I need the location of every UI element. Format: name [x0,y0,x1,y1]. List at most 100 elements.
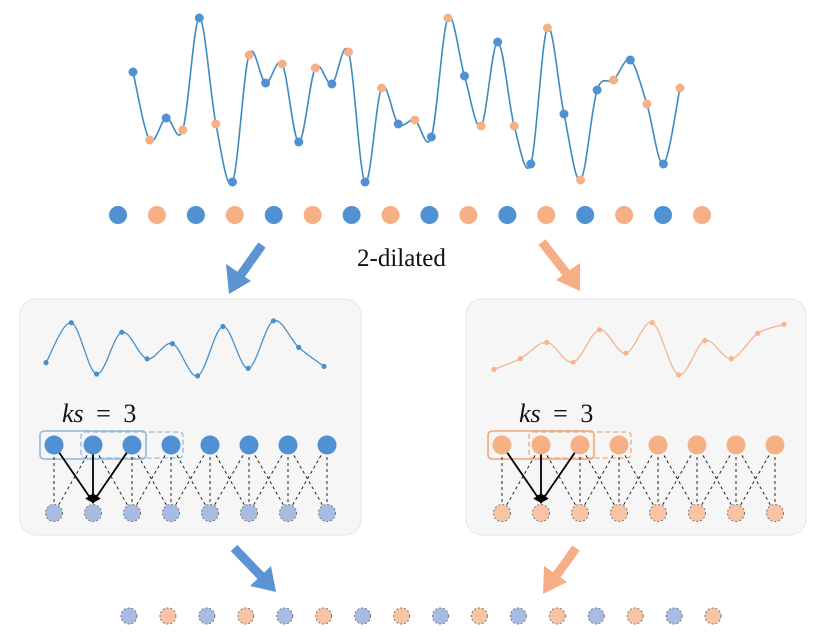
signal-point [343,47,353,57]
input-node [278,435,298,455]
input-node [726,435,746,455]
input-node [765,435,785,455]
signal-point [625,55,635,65]
signal-point [426,132,436,142]
signal-point [559,109,569,119]
sequence-node-orange [147,206,166,224]
dashed-connection [657,444,698,514]
signal-point [128,67,138,77]
subsequence-point [43,360,49,366]
subsequence-point [649,320,655,326]
signal-point [161,113,171,123]
dashed-connection [618,444,659,514]
signal-point [277,59,287,69]
output-sequence-node-orange [237,607,255,625]
signal-curve [132,15,681,185]
input-node [317,435,337,455]
output-sequence-node-orange [626,607,644,625]
output-node [649,504,667,522]
output-node [45,504,63,522]
subsequence-point [144,356,150,362]
blue-conv-network [39,430,337,522]
split-arrow-left [226,242,266,294]
signal-point [609,75,619,85]
output-node [279,504,297,522]
input-node [83,435,103,455]
output-node [123,504,141,522]
orange-panel [465,298,807,536]
output-node [318,504,336,522]
dashed-connection [131,444,172,514]
dashed-connection [657,444,698,514]
sequence-node-orange [303,206,322,224]
subsequence-point [728,356,734,362]
subsequence-point [296,344,302,350]
blue-panel [19,298,362,536]
input-signal-waveform [128,13,685,187]
input-node [200,435,220,455]
subsequence-point [195,373,201,379]
sequence-node-orange [459,206,478,224]
signal-point [227,177,237,187]
kernel-connection [539,444,581,504]
signal-point [393,119,403,129]
signal-point [675,83,685,93]
output-sequence-node-blue [509,607,527,625]
output-node [162,504,180,522]
kernel-size-value: 3 [123,399,136,428]
output-sequence-node-blue [431,607,449,625]
signal-point [360,177,370,187]
signal-point [576,175,586,185]
input-node [161,435,181,455]
sequence-node-blue [264,206,283,224]
output-sequence-node-orange [315,607,333,625]
subsequence-point [169,341,175,347]
kernel-size-label-blue: ks = 3 [62,399,136,428]
dashed-connection [92,444,133,514]
sequence-node-blue [420,206,439,224]
signal-point [410,115,420,125]
input-node [531,435,551,455]
output-sequence-node-blue [354,607,372,625]
signal-point [493,37,503,47]
signal-point [294,137,304,147]
signal-point [377,83,387,93]
output-sequence-node-blue [198,607,216,625]
sequence-node-orange [225,206,244,224]
subsequence-point [702,338,708,344]
orange-conv-network [487,430,785,522]
kernel-size-label-orange: ks = 3 [519,399,593,428]
output-node [727,504,745,522]
blue-subsequence-waveform [43,318,327,379]
signal-point [178,125,188,135]
orange-subsequence-waveform [491,320,787,378]
dashed-connection [696,444,737,514]
subsequence-point [544,339,550,345]
output-node [201,504,219,522]
sequence-node-orange [693,206,711,224]
subsequence-point [220,323,226,330]
sequence-node-blue [186,206,205,224]
input-node [609,435,629,455]
subsequence-point [119,329,125,335]
signal-point [310,63,320,73]
dashed-connection [540,444,581,514]
sequence-node-blue [498,206,517,224]
dashed-connection [696,444,737,514]
subsequence-point [491,366,497,372]
kernel-size-var: ks [519,399,541,428]
output-sequence-nodes [120,607,722,625]
kernel-connection [501,444,543,504]
signal-point [658,159,668,169]
dashed-connection [53,444,94,514]
output-node [532,504,550,522]
dashed-connection [579,444,620,514]
sequence-node-blue [342,206,361,224]
dashed-connection [248,444,289,514]
kernel-size-eq: = [96,399,111,428]
output-sequence-node-blue [276,607,294,625]
output-node [571,504,589,522]
signal-point [194,13,204,23]
subsequence-point [517,356,523,362]
